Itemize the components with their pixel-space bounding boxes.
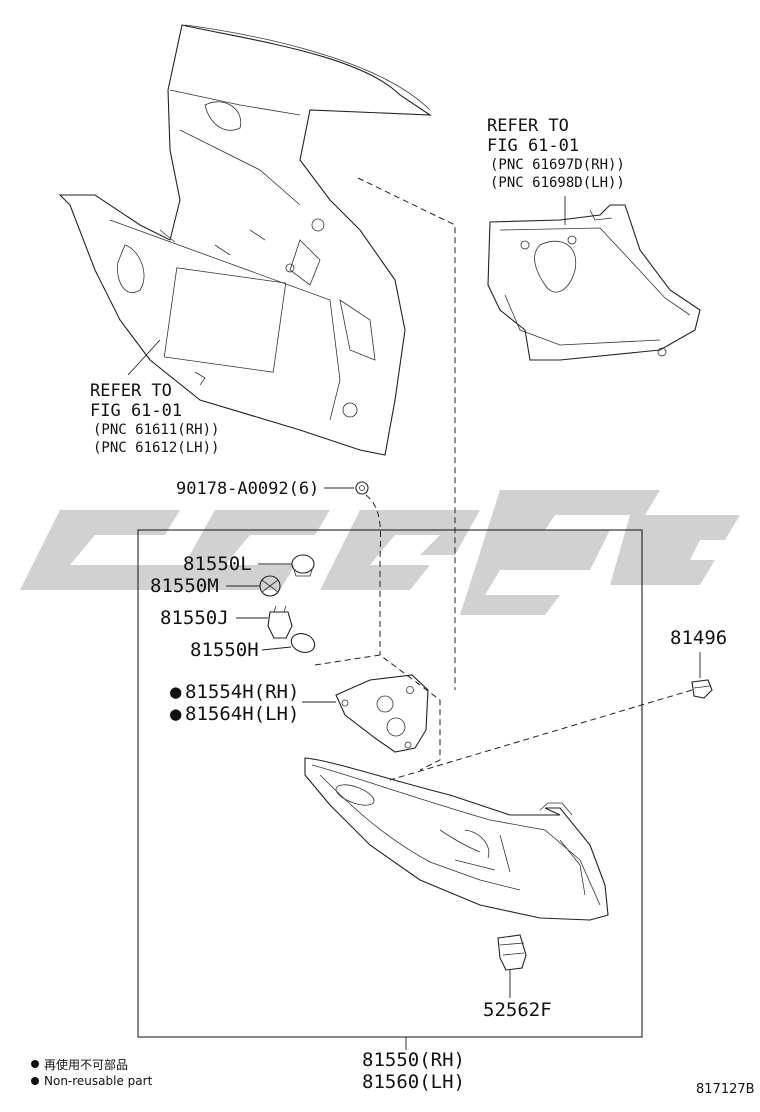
label-81550J: 81550J <box>160 607 229 629</box>
panel-extension-illustration <box>487 204 701 361</box>
label-81554H: 81554H(RH) <box>185 681 299 703</box>
label-81550RH: 81550(RH) <box>362 1049 465 1071</box>
socket-81550J <box>267 605 293 639</box>
legend-en: Non-reusable part <box>44 1074 153 1088</box>
label-52562F: 52562F <box>483 999 552 1021</box>
label-81496: 81496 <box>670 627 727 649</box>
refer-upper-left-line1: REFER TO <box>90 381 172 401</box>
refer-upper-right-line3: (PNC 61697D(RH)) <box>490 157 625 173</box>
screw-90178 <box>355 481 369 495</box>
label-81550L: 81550L <box>183 553 252 575</box>
refer-upper-right-line4: (PNC 61698D(LH)) <box>490 175 625 191</box>
refer-label-quarter-panel: REFER TO FIG 61-01 (PNC 61611(RH)) (PNC … <box>90 381 219 456</box>
bulb-81550H <box>290 633 316 653</box>
non-reusable-marker-2: ● <box>170 703 182 725</box>
refer-upper-left-line3: (PNC 61611(RH)) <box>93 422 219 438</box>
label-90178: 90178-A0092(6) <box>176 479 319 499</box>
bulb-81550L <box>291 554 315 577</box>
assembly-boundary-box <box>137 529 643 1038</box>
refer-label-panel-extension: REFER TO FIG 61-01 (PNC 61697D(RH)) (PNC… <box>487 116 625 191</box>
gasket-81554H <box>335 674 429 753</box>
refer-upper-right-line2: FIG 61-01 <box>487 136 579 156</box>
label-81564H: 81564H(LH) <box>185 703 299 725</box>
clip-81496 <box>691 679 713 699</box>
legend: 再使用不可部品 Non-reusable part <box>31 1057 153 1088</box>
refer-upper-left-line2: FIG 61-01 <box>90 401 182 421</box>
label-81550H: 81550H <box>190 639 259 661</box>
refer-upper-left-line4: (PNC 61612(LH)) <box>93 440 219 456</box>
label-81560LH: 81560(LH) <box>362 1071 465 1093</box>
connector-52562F <box>497 934 527 971</box>
figure-code: 817127B <box>696 1082 755 1097</box>
quarter-panel-inner-illustration <box>58 24 432 456</box>
label-81550M: 81550M <box>150 575 219 597</box>
rear-combination-lamp <box>304 757 609 921</box>
non-reusable-marker-1: ● <box>170 681 182 703</box>
refer-upper-right-line1: REFER TO <box>487 116 569 136</box>
legend-cn: 再使用不可部品 <box>44 1057 128 1072</box>
